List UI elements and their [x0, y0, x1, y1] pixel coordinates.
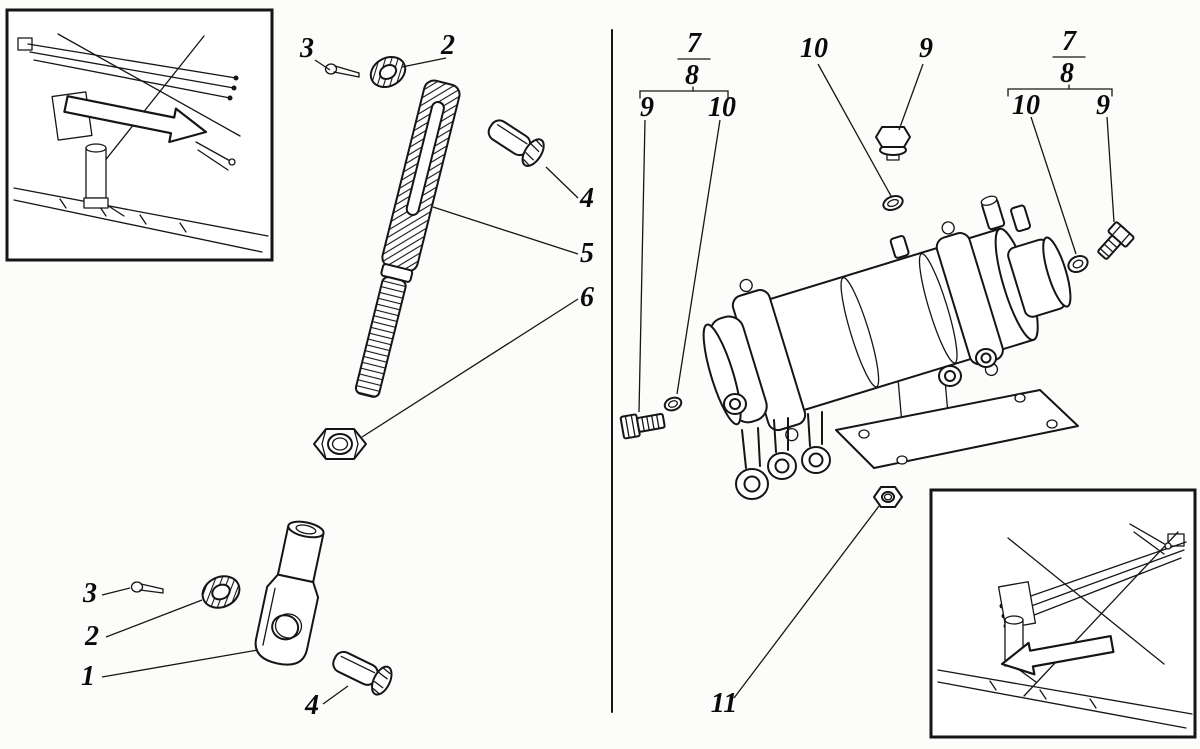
callout-bolt-left: 9 [640, 92, 654, 123]
callout-fraction-denominator: 8 [1060, 58, 1074, 89]
cotter-pin-bottom [130, 581, 164, 594]
left-leader-lines [101, 57, 579, 705]
bracket-line [1007, 88, 1113, 97]
callout-bolt-top-mid: 9 [919, 33, 933, 64]
callout-chamber-nut: 11 [711, 688, 737, 719]
washer-top-mid [882, 194, 904, 212]
callout-cotter-bottom: 3 [82, 578, 97, 609]
washer-bottom [201, 575, 241, 609]
callout-pin-top: 4 [579, 183, 594, 214]
washer-right [1067, 254, 1089, 274]
inset-location-top-left [5, 8, 274, 262]
brake-chamber-body [702, 195, 1072, 442]
callout-rod: 5 [580, 238, 594, 269]
callout-washer-left: 10 [708, 92, 736, 123]
ref-bracket-left: 7 8 9 10 [639, 28, 736, 123]
callout-washer-top: 2 [440, 30, 455, 61]
bracket-line [639, 90, 729, 99]
callout-washer-right: 10 [1012, 90, 1040, 121]
callout-clevis: 1 [81, 661, 95, 692]
bolt-right [1097, 221, 1135, 260]
clevis-fork [254, 520, 325, 666]
cotter-pin-top [324, 63, 360, 78]
callout-cotter-top: 3 [299, 33, 314, 64]
bolt-left [619, 412, 666, 440]
clevis-pin-bottom [332, 650, 393, 696]
bolt-top [875, 126, 911, 161]
right-leader-lines [638, 63, 1115, 699]
callout-pin-bottom: 4 [304, 690, 319, 721]
callout-bolt-right: 9 [1096, 90, 1110, 121]
chamber-nut [873, 486, 903, 508]
callout-fraction-denominator: 8 [685, 60, 699, 91]
inset-location-bottom-right [929, 488, 1197, 739]
washer-left [663, 396, 683, 412]
callout-fraction-numerator: 7 [1062, 26, 1077, 57]
locator-arrow-icon [1000, 634, 1115, 676]
callout-washer-top-mid: 10 [800, 33, 828, 64]
locator-arrow-icon [63, 95, 208, 144]
clevis-pin-top [487, 119, 545, 167]
rod-nut [313, 428, 367, 460]
callout-fraction-numerator: 7 [687, 28, 702, 59]
ref-bracket-right: 7 8 10 9 [1007, 26, 1113, 121]
fork-levers [723, 348, 997, 500]
threaded-rod [354, 79, 461, 398]
callout-nut: 6 [580, 282, 594, 313]
washer-top [369, 56, 407, 88]
callout-washer-bottom: 2 [84, 621, 99, 652]
